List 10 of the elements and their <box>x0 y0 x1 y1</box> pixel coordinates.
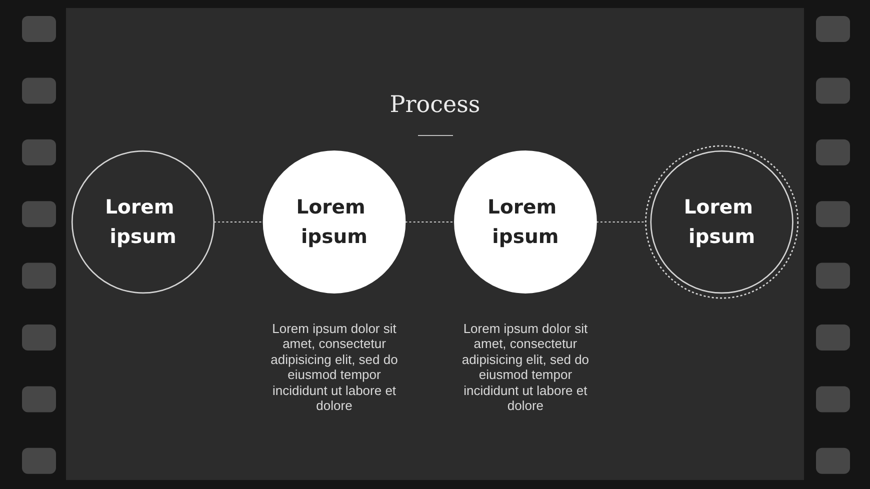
node-description: Lorem ipsum dolor sit amet, consectetur adipisicing elit, sed do eiusmod tempor incididunt ut labore et dolore <box>270 320 399 414</box>
connector <box>214 221 264 223</box>
node-circle: Lorem ipsum <box>454 150 597 294</box>
node-description: Lorem ipsum dolor sit amet, consectetur adipisicing elit, sed do eiusmod tempor incididunt ut labore et dolore <box>460 320 590 414</box>
node-circle: Lorem ipsum <box>71 150 215 294</box>
connector <box>405 221 455 223</box>
diagram-title: Process <box>390 92 480 118</box>
node-circle: Lorem ipsum <box>262 150 406 294</box>
node-circle: Lorem ipsum <box>645 145 799 299</box>
connector <box>596 221 646 223</box>
